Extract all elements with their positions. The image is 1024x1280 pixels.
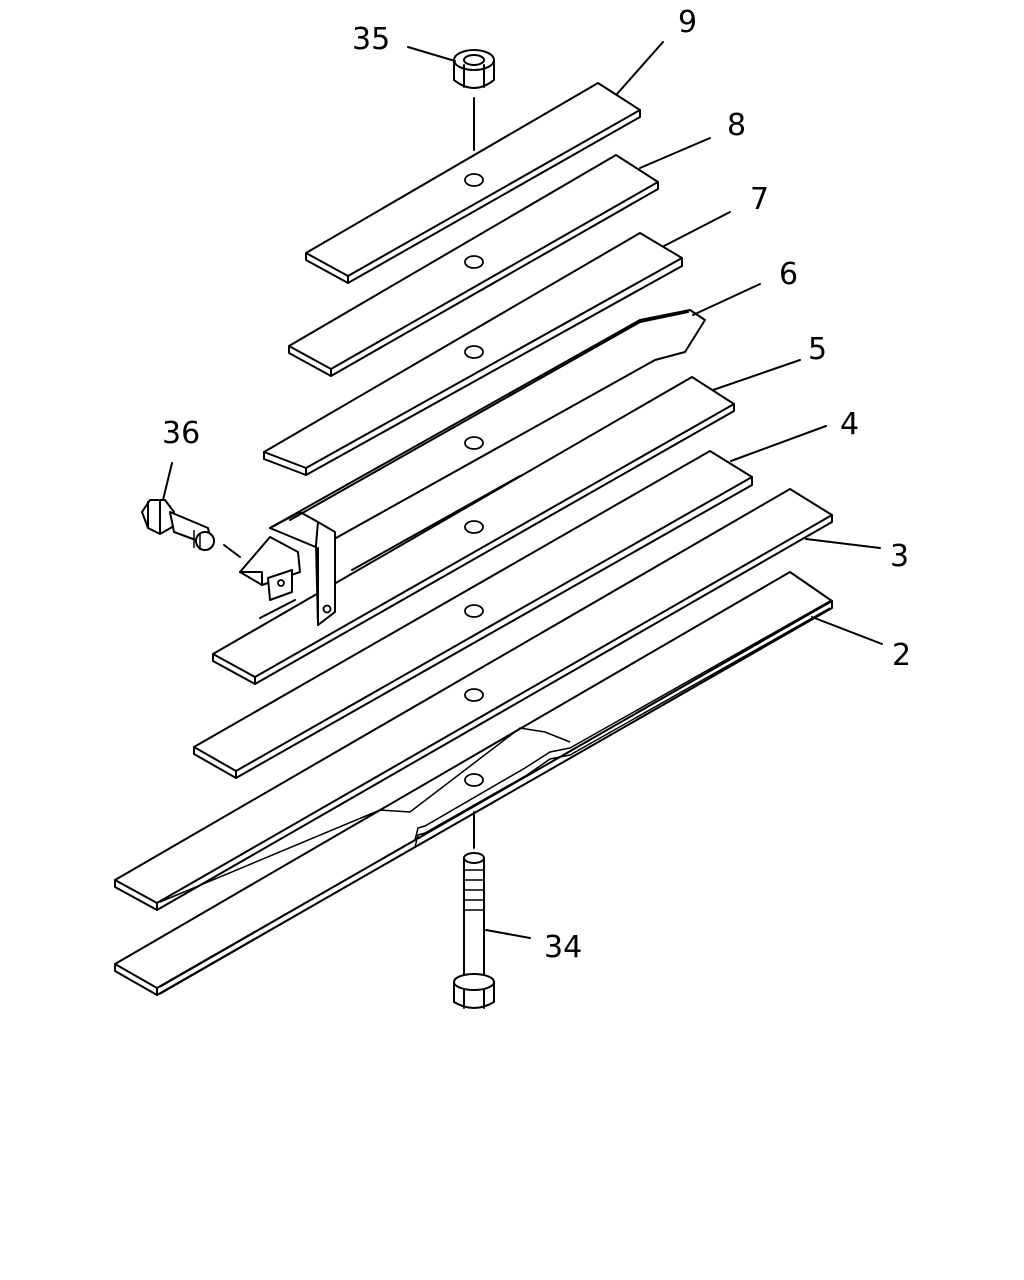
leader-8 <box>639 137 711 169</box>
hole <box>464 604 484 618</box>
hole <box>464 436 484 450</box>
callout-34: 34 <box>544 930 582 965</box>
part-2-base-plate <box>114 571 833 996</box>
hole <box>464 773 484 787</box>
callout-8: 8 <box>727 108 746 143</box>
leader-35 <box>407 46 456 62</box>
leader-3 <box>805 538 881 549</box>
part-34-bolt <box>453 811 495 1009</box>
leader-5 <box>712 359 801 391</box>
leader-2 <box>811 616 883 645</box>
part-3-plate <box>114 488 833 911</box>
part-4-plate <box>193 450 753 779</box>
callout-9: 9 <box>678 5 697 40</box>
part-6-bracket-plate <box>223 309 706 626</box>
callout-4: 4 <box>840 407 859 442</box>
leader-36 <box>162 462 173 501</box>
part-35-nut <box>453 49 495 151</box>
callout-5: 5 <box>808 332 827 367</box>
leader-34 <box>485 929 531 939</box>
hole <box>464 520 484 534</box>
hole <box>464 688 484 702</box>
leader-9 <box>616 41 664 95</box>
part-9-plate <box>305 82 641 284</box>
callout-3: 3 <box>890 539 909 574</box>
hole <box>464 173 484 187</box>
part-5-plate <box>212 376 735 685</box>
leader-6 <box>692 283 761 316</box>
hole <box>464 345 484 359</box>
callout-labels: 35 9 8 7 6 5 4 36 3 2 34 <box>162 5 911 965</box>
callout-6: 6 <box>779 257 798 292</box>
hole <box>464 255 484 269</box>
leader-7 <box>663 211 731 247</box>
callout-35: 35 <box>352 22 390 57</box>
leader-4 <box>730 425 827 462</box>
callout-36: 36 <box>162 416 200 451</box>
part-36-bolt <box>141 499 215 551</box>
leader-lines <box>162 41 883 939</box>
callout-2: 2 <box>892 638 911 673</box>
callout-7: 7 <box>750 182 769 217</box>
